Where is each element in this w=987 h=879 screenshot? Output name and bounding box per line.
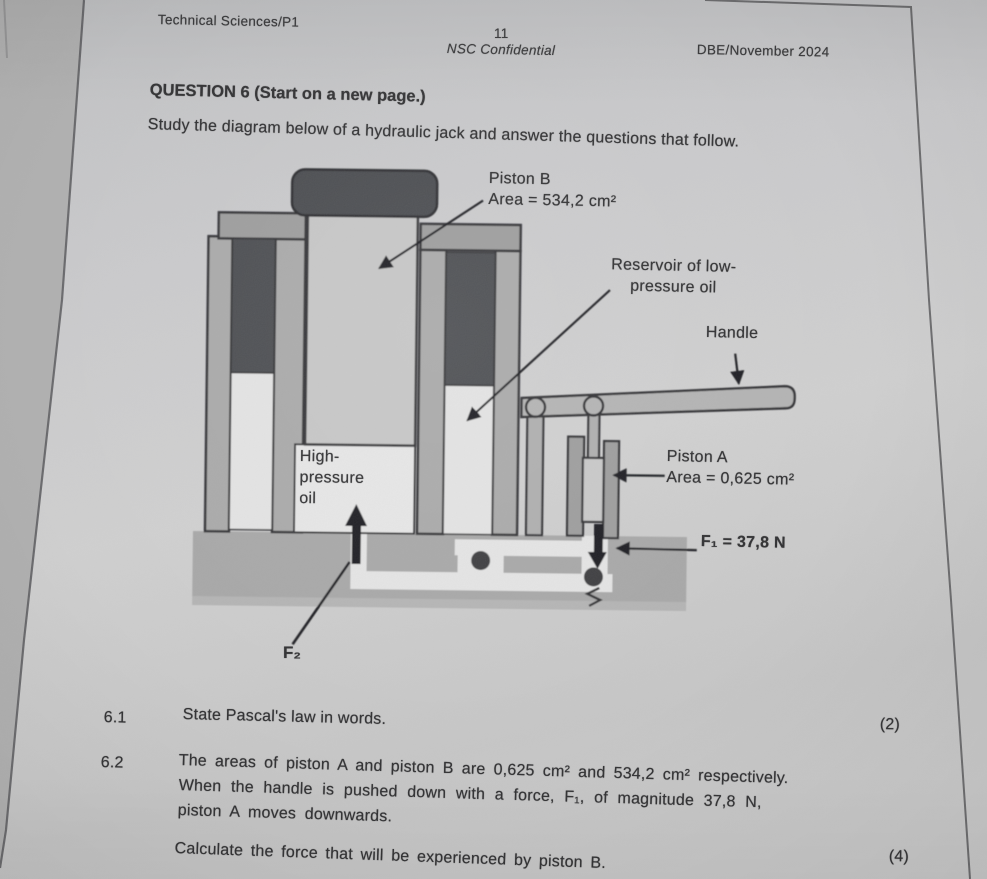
force-f1-label: F₁ = 37,8 N — [700, 533, 787, 552]
high-pressure-oil-label: High- pressure oil — [299, 447, 365, 508]
handle-bar — [520, 385, 796, 419]
piston-a-label: Piston A Area = 0,625 cm² — [666, 446, 795, 491]
handle-label: Handle — [705, 324, 759, 343]
right-reservoir-cylinder — [415, 222, 523, 537]
piston-a-body — [581, 456, 606, 524]
force-f2-label: F₂ — [283, 643, 301, 662]
pivot-left — [524, 396, 547, 418]
left-reservoir-cylinder — [203, 211, 308, 534]
reservoir-label: Reservoir of low- pressure oil — [611, 256, 737, 297]
piston-b-label: Piston B Area = 534,2 cm² — [488, 168, 617, 212]
piston-b-saddle-cap — [290, 168, 439, 219]
handle-arrow — [730, 353, 745, 386]
piston-b-title: Piston B — [488, 169, 551, 189]
piston-a-area: Area = 0,625 cm² — [666, 468, 795, 489]
piston-a-title: Piston A — [666, 447, 729, 467]
pivot-right — [582, 395, 605, 417]
jack-base — [192, 531, 687, 612]
piston-a-arrow — [612, 468, 665, 483]
piston-b-area: Area = 534,2 cm² — [488, 190, 617, 211]
piston-b-column — [303, 212, 420, 448]
